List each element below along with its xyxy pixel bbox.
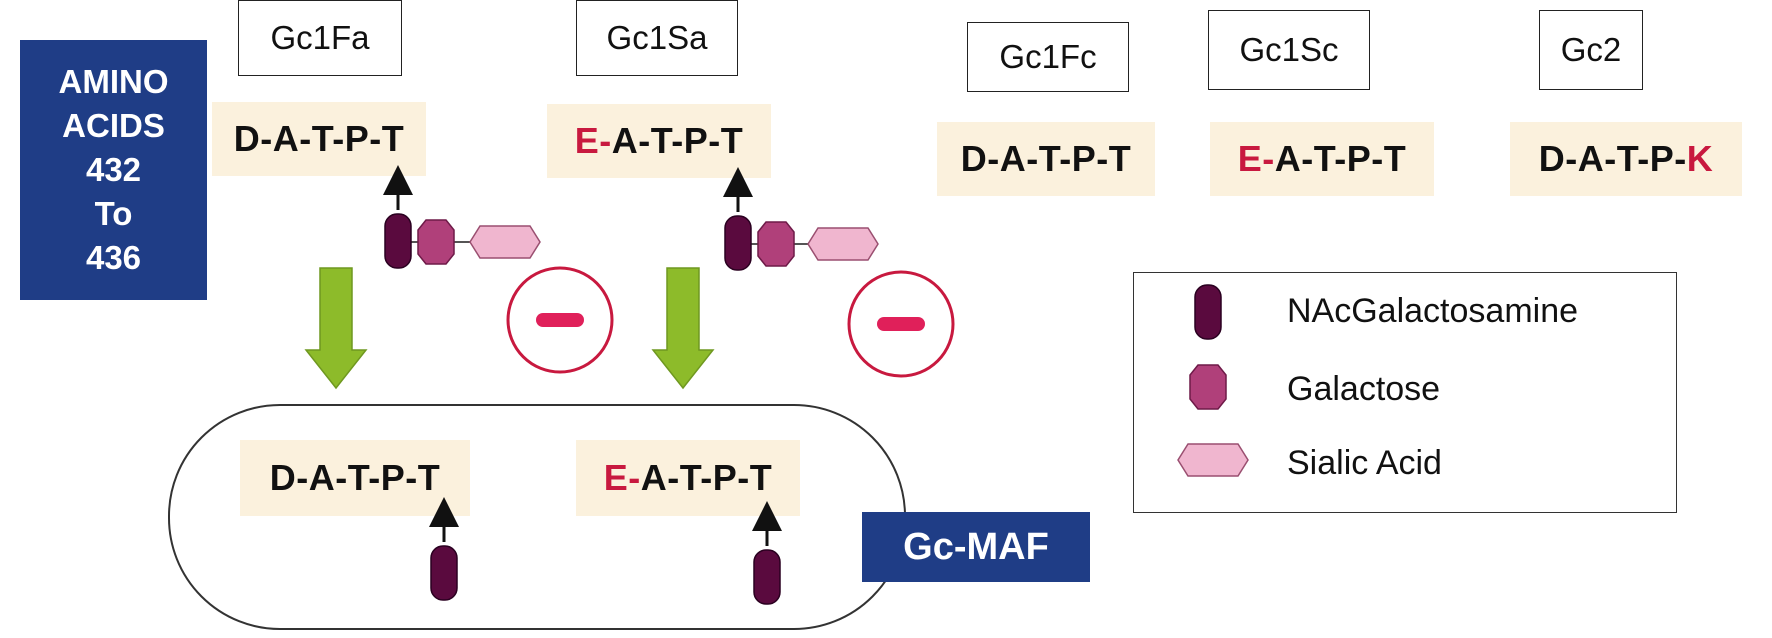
sequence-body: A-T-P-T xyxy=(1274,138,1407,179)
variant-label-gc1fc: Gc1Fc xyxy=(967,22,1129,92)
maf-glycan-a xyxy=(429,497,459,601)
sialic-acid-icon xyxy=(469,225,541,259)
amino-line-3: 432 xyxy=(85,151,142,188)
glycan-chain-gc1sa xyxy=(723,167,879,271)
sequence-body: D-A-T-P-T xyxy=(233,118,405,159)
amino-line-4: To xyxy=(94,195,133,232)
amino-line-5: 436 xyxy=(85,239,142,276)
amino-acids-label: AMINO ACIDS 432 To 436 xyxy=(20,40,207,300)
variant-label-gc1sa: Gc1Sa xyxy=(576,0,738,76)
legend-label-galactose: Galactose xyxy=(1287,370,1441,408)
maf-glycan-b xyxy=(752,501,782,605)
conversion-arrow-icon xyxy=(304,267,368,390)
sequence-prefix: E- xyxy=(1237,138,1275,179)
sequence-body: A-T-P-T xyxy=(640,457,773,498)
nacgalactosamine-icon xyxy=(724,215,752,271)
conversion-arrow-icon xyxy=(651,267,715,390)
sequence-body: D-A-T-P-T xyxy=(269,457,441,498)
galactose-icon xyxy=(757,221,795,267)
sequence-gc2: D-A-T-P-K xyxy=(1510,122,1742,196)
nacgalactosamine-icon xyxy=(384,213,412,269)
sialic-acid-icon xyxy=(807,227,879,261)
sequence-gc1fa: D-A-T-P-T xyxy=(212,102,426,176)
sequence-gc1sc: E-A-T-P-T xyxy=(1210,122,1434,196)
sequence-prefix: E- xyxy=(603,457,641,498)
sequence-suffix: K xyxy=(1686,138,1714,179)
glycan-chain-gc1fa xyxy=(383,165,541,269)
variant-label-gc2: Gc2 xyxy=(1539,10,1643,90)
nacgalactosamine-icon xyxy=(753,549,781,605)
amino-line-2: ACIDS xyxy=(62,107,165,144)
sequence-body: D-A-T-P-T xyxy=(960,138,1132,179)
galactose-icon xyxy=(417,219,455,265)
sequence-body: A-T-P-T xyxy=(611,120,744,161)
sequence-gc1sa: E-A-T-P-T xyxy=(547,104,771,178)
sequence-maf-b: E-A-T-P-T xyxy=(576,440,800,516)
sequence-gc1fc: D-A-T-P-T xyxy=(937,122,1155,196)
gc-maf-label: Gc-MAF xyxy=(862,512,1090,582)
sequence-prefix: E- xyxy=(574,120,612,161)
nacgalactosamine-icon xyxy=(1194,284,1222,340)
negative-charge-icon xyxy=(506,266,614,374)
sialic-acid-icon xyxy=(1177,443,1249,477)
galactose-icon xyxy=(1189,364,1227,410)
sequence-body: D-A-T-P- xyxy=(1538,138,1687,179)
amino-line-1: AMINO xyxy=(58,63,169,100)
negative-charge-icon xyxy=(847,270,955,378)
variant-label-gc1fa: Gc1Fa xyxy=(238,0,402,76)
nacgalactosamine-icon xyxy=(430,545,458,601)
variant-label-gc1sc: Gc1Sc xyxy=(1208,10,1370,90)
legend-label-sialic-acid: Sialic Acid xyxy=(1287,444,1442,482)
legend-label-nacgalactosamine: NAcGalactosamine xyxy=(1287,292,1579,330)
